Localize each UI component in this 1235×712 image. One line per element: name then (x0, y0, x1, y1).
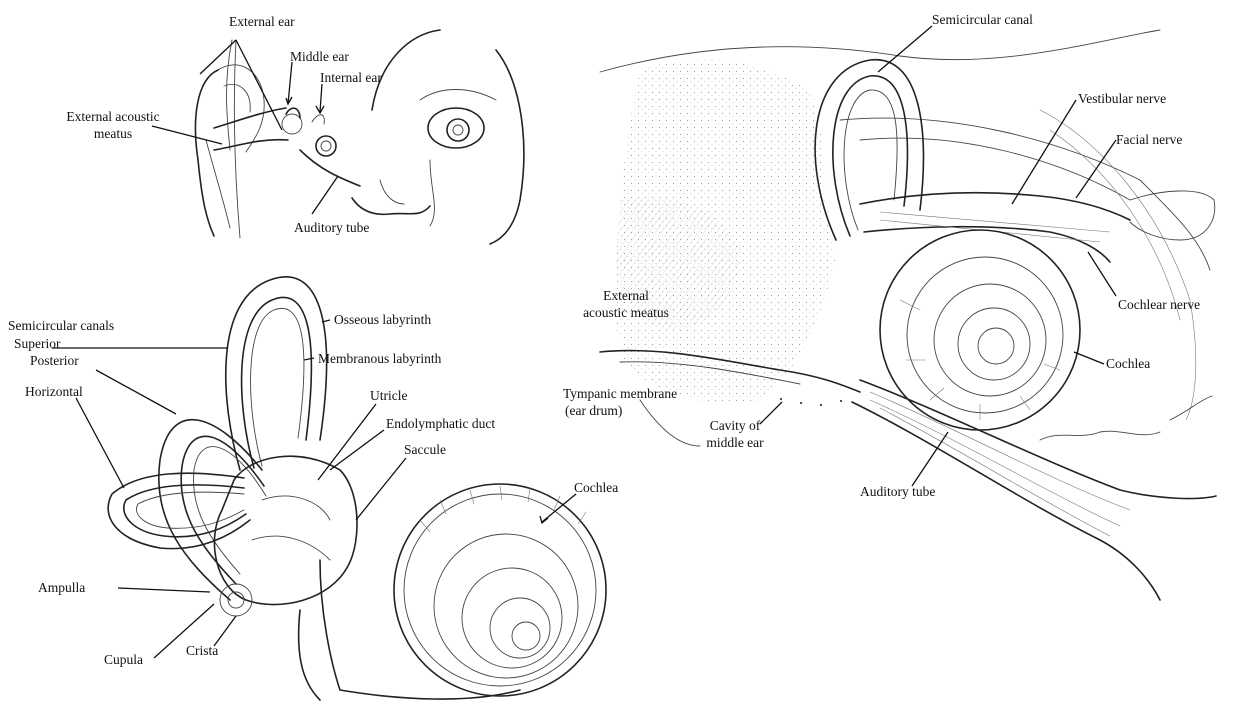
label-external-acoustic-meatus-section-line1: External (556, 288, 696, 303)
label-posterior: Posterior (30, 353, 79, 368)
label-horizontal: Horizontal (25, 384, 83, 399)
label-cavity-middle-ear-line1: Cavity of (690, 418, 780, 433)
label-facial-nerve: Facial nerve (1116, 132, 1182, 147)
label-semicircular-canal: Semicircular canal (932, 12, 1033, 27)
label-superior: Superior (14, 336, 61, 351)
label-external-acoustic-meatus-section-line2: acoustic meatus (556, 305, 696, 320)
label-cochlea-section: Cochlea (1106, 356, 1150, 371)
label-external-acoustic-meatus-line1: External acoustic (48, 109, 178, 124)
label-osseous-labyrinth: Osseous labyrinth (334, 312, 431, 327)
label-internal-ear: Internal ear (320, 70, 382, 85)
label-cupula: Cupula (104, 652, 143, 667)
label-middle-ear: Middle ear (290, 49, 349, 64)
label-utricle: Utricle (370, 388, 407, 403)
label-endolymphatic-duct: Endolymphatic duct (386, 416, 495, 431)
labyrinth-illustration (108, 277, 606, 700)
label-external-ear: External ear (229, 14, 295, 29)
label-tympanic-membrane-line1: Tympanic membrane (563, 386, 677, 401)
label-tympanic-membrane-line2: (ear drum) (565, 403, 622, 418)
label-vestibular-nerve: Vestibular nerve (1078, 91, 1166, 106)
labyrinth-pointers (52, 320, 576, 658)
label-cochlear-nerve: Cochlear nerve (1118, 297, 1200, 312)
label-cochlea-labyrinth: Cochlea (574, 480, 618, 495)
label-saccule: Saccule (404, 442, 446, 457)
head-pointers (152, 40, 338, 214)
label-crista: Crista (186, 643, 218, 658)
label-cavity-middle-ear-line2: middle ear (690, 435, 780, 450)
label-membranous-labyrinth: Membranous labyrinth (318, 351, 441, 366)
label-external-acoustic-meatus-line2: meatus (48, 126, 178, 141)
head-illustration (195, 30, 523, 244)
label-auditory-tube-head: Auditory tube (294, 220, 369, 235)
label-auditory-tube-section: Auditory tube (860, 484, 935, 499)
label-ampulla: Ampulla (38, 580, 85, 595)
label-semicircular-canals: Semicircular canals (8, 318, 114, 333)
